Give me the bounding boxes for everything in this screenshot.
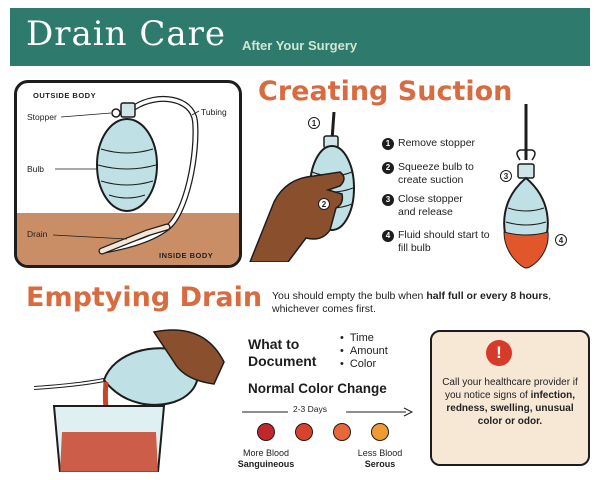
document-item-amount: Amount [340,345,388,358]
color-dot-1 [257,423,275,441]
more-blood-text: More Blood [242,448,290,458]
suction-callout-2: 2 [318,198,330,210]
step-4-number: 4 [382,230,394,242]
color-change-arrow [242,407,414,417]
document-item-time: Time [340,332,388,345]
step-2-text: Squeeze bulb to create suction [398,161,474,186]
suction-callout-3: 3 [500,170,512,182]
page-title: Drain Care [26,14,227,54]
emptying-text-bold: half full or every 8 hours [426,290,549,302]
inside-body-label: INSIDE BODY [159,251,214,260]
step-2-number: 2 [382,162,394,174]
outside-body-label: OUTSIDE BODY [33,91,97,100]
drain-illustration [52,95,200,255]
page-subtitle: After Your Surgery [242,38,358,53]
header-banner [10,8,590,66]
document-title-line2: Document [248,353,317,369]
document-title-line1: What to [248,336,300,352]
sanguineous-text: Sanguineous [237,459,295,469]
color-dot-2 [295,423,313,441]
normal-color-change-title: Normal Color Change [248,381,387,396]
less-blood-text: Less Blood [357,448,403,458]
step-1-text: Remove stopper [398,137,476,149]
filling-bulb-illustration [503,104,549,269]
bulb-label: Bulb [27,164,45,174]
document-item-color: Color [340,358,388,371]
document-items-list: Time Amount Color [340,332,388,371]
tubing-label: Tubing [201,107,227,117]
emptying-text-start: You should empty the bulb when [272,290,427,302]
step-3-number: 3 [382,194,394,206]
emptying-instructions: You should empty the bulb when half full… [272,290,592,316]
stopper-label: Stopper [27,112,57,122]
suction-callout-1: 1 [308,117,320,129]
exclamation-icon: ! [486,340,512,366]
emptying-text-end: , whichever comes first. [272,290,552,315]
what-to-document-title: What to Document [248,336,316,370]
alert-text-bold: infection, redness, swelling, unusual co… [446,390,576,427]
days-label: 2-3 Days [293,404,328,414]
emptying-drain-title: Emptying Drain [26,282,263,313]
serous-text: Serous [364,459,396,469]
step-3-text: Close stopper and release [398,193,463,218]
creating-suction-title: Creating Suction [258,76,513,107]
suction-callout-4: 4 [555,234,567,246]
step-4-text: Fluid should start to fill bulb [398,229,490,254]
more-blood-label: More Blood Sanguineous [228,448,304,470]
squeeze-bulb-illustration [249,112,355,262]
less-blood-label: Less Blood Serous [344,448,416,470]
drain-label: Drain [27,229,48,239]
alert-message: Call your healthcare provider if you not… [438,376,582,428]
color-dot-3 [333,423,351,441]
step-1-number: 1 [382,138,394,150]
drain-diagram: OUTSIDE BODY Stopper Tubing Bulb Drain I… [14,80,242,268]
pouring-drain-illustration [34,329,225,472]
alert-text-start: Call your healthcare provider if you not… [442,377,578,401]
color-dot-4 [371,423,389,441]
